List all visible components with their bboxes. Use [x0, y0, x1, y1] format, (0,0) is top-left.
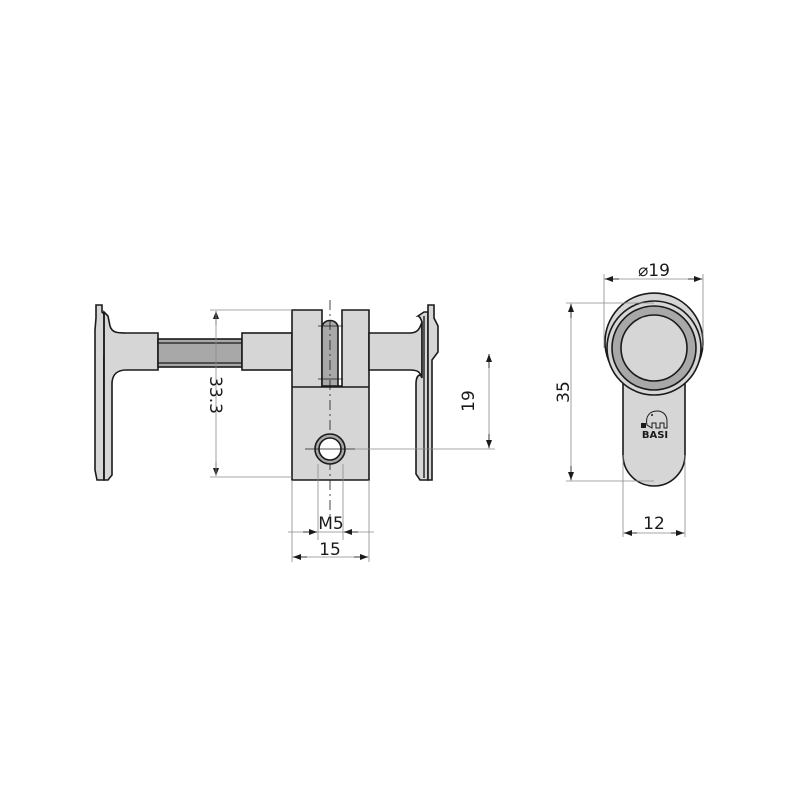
dimension-height-center: 19: [355, 354, 495, 450]
dimension-front-width: 12: [622, 455, 686, 537]
dim-label-12: 12: [643, 514, 665, 534]
basi-logo: BASI: [641, 410, 668, 441]
spindle: [157, 338, 243, 368]
cylinder-body: [291, 300, 370, 520]
dimension-front-height: 35: [554, 302, 654, 482]
dimension-height-total: 33.3: [205, 309, 292, 478]
dimension-diameter: ⌀19: [603, 261, 704, 348]
right-knob: [415, 304, 439, 481]
side-view: 33.3 19 M5 15: [94, 300, 495, 562]
dim-label-15: 15: [319, 540, 341, 560]
knob-face: [620, 314, 688, 382]
elephant-icon: [641, 423, 646, 428]
dim-label-33-3: 33.3: [205, 376, 225, 414]
front-view: BASI ⌀19 35 12: [554, 261, 704, 537]
cam-slot: [321, 319, 339, 387]
logo-text: BASI: [642, 430, 668, 441]
dim-label-19: 19: [459, 390, 479, 412]
left-knob: [94, 304, 159, 481]
dim-label-m5: M5: [318, 514, 343, 534]
dimension-width: M5 15: [288, 464, 374, 562]
right-cylinder-stub: [368, 321, 423, 379]
dim-label-diameter-19: ⌀19: [638, 261, 670, 281]
dim-label-35: 35: [554, 381, 574, 403]
left-cylinder-stub: [241, 332, 293, 371]
